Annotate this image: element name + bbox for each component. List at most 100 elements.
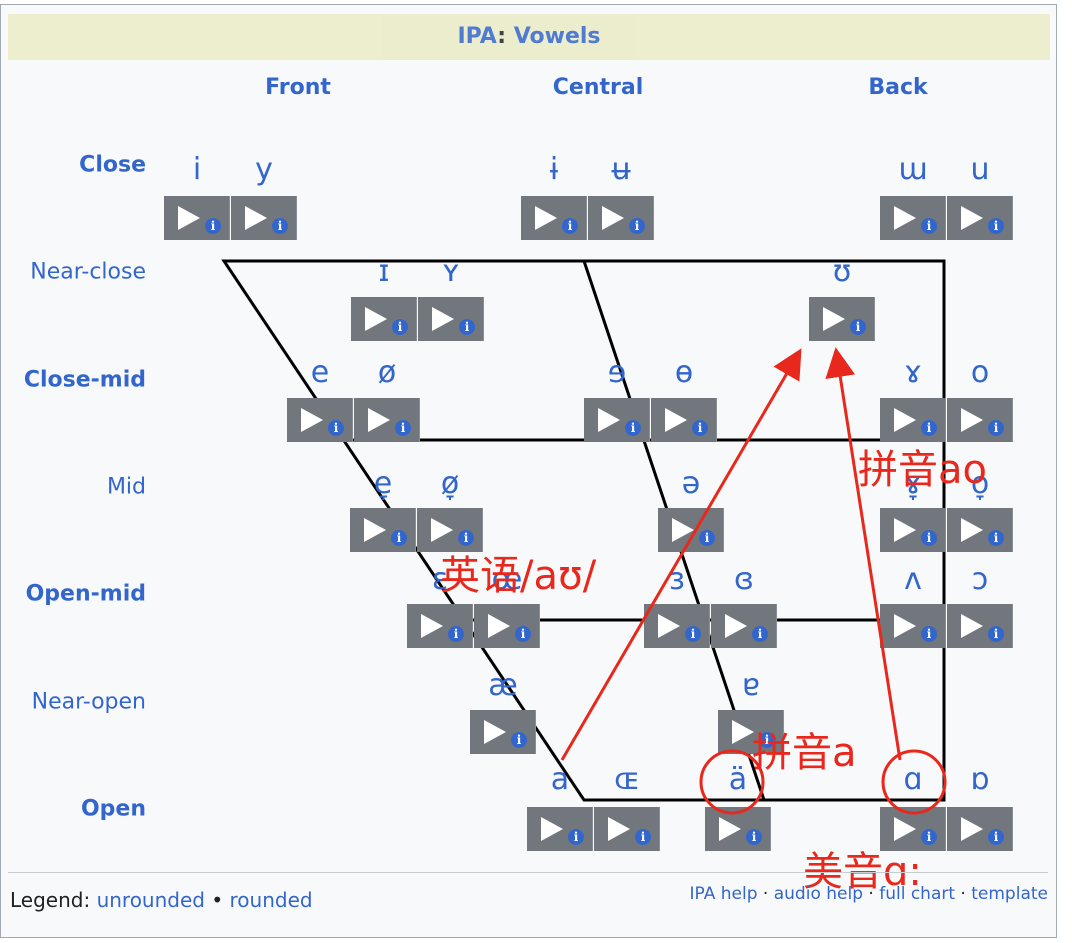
- info-icon[interactable]: i: [752, 626, 768, 642]
- audio-play-button[interactable]: i: [711, 604, 777, 648]
- full-chart-link[interactable]: full chart: [879, 884, 956, 904]
- vowel-symbol[interactable]: ɜ: [669, 562, 685, 597]
- audio-play-button[interactable]: i: [521, 196, 587, 240]
- vowel-symbol[interactable]: o: [970, 355, 990, 390]
- audio-play-button[interactable]: i: [880, 508, 946, 552]
- vowel-symbol[interactable]: œ: [491, 562, 523, 597]
- vowel-symbol[interactable]: ɔ: [971, 562, 989, 597]
- vowel-symbol[interactable]: ɛ: [431, 562, 449, 597]
- audio-play-button[interactable]: i: [880, 604, 946, 648]
- vowel-symbol[interactable]: ø: [377, 355, 397, 390]
- info-icon[interactable]: i: [515, 626, 531, 642]
- vowel-symbol[interactable]: e̞: [373, 466, 393, 501]
- vowel-symbol[interactable]: ɨ: [549, 152, 559, 187]
- vowel-symbol[interactable]: ɤ: [904, 355, 922, 390]
- title-ipa-link[interactable]: IPA: [457, 24, 498, 49]
- audio-play-button[interactable]: i: [588, 196, 654, 240]
- info-icon[interactable]: i: [448, 626, 464, 642]
- vowel-symbol[interactable]: ə: [681, 466, 701, 501]
- audio-play-button[interactable]: i: [880, 398, 946, 442]
- info-icon[interactable]: i: [391, 530, 407, 546]
- info-icon[interactable]: i: [568, 829, 584, 845]
- info-icon[interactable]: i: [988, 829, 1004, 845]
- info-icon[interactable]: i: [988, 530, 1004, 546]
- vowel-symbol[interactable]: i: [192, 152, 202, 187]
- audio-play-button[interactable]: i: [164, 196, 230, 240]
- info-icon[interactable]: i: [629, 218, 645, 234]
- vowel-symbol[interactable]: ʉ: [611, 152, 631, 187]
- vowel-symbol[interactable]: ä: [728, 762, 748, 797]
- info-icon[interactable]: i: [392, 319, 408, 335]
- info-icon[interactable]: i: [921, 218, 937, 234]
- vowel-symbol[interactable]: ʌ: [904, 562, 922, 597]
- info-icon[interactable]: i: [635, 829, 651, 845]
- vowel-symbol[interactable]: ɵ: [674, 355, 694, 390]
- audio-play-button[interactable]: i: [947, 807, 1013, 851]
- info-icon[interactable]: i: [395, 420, 411, 436]
- legend-rounded-link[interactable]: rounded: [229, 888, 313, 912]
- info-icon[interactable]: i: [988, 420, 1004, 436]
- vowel-symbol[interactable]: ɤ̞: [904, 466, 922, 501]
- audio-play-button[interactable]: i: [947, 508, 1013, 552]
- column-header-central[interactable]: Central: [552, 75, 644, 100]
- audio-play-button[interactable]: i: [527, 807, 593, 851]
- audio-play-button[interactable]: i: [351, 297, 417, 341]
- vowel-symbol[interactable]: ø̞: [440, 466, 460, 501]
- info-icon[interactable]: i: [328, 420, 344, 436]
- info-icon[interactable]: i: [685, 626, 701, 642]
- audio-play-button[interactable]: i: [644, 604, 710, 648]
- info-icon[interactable]: i: [272, 218, 288, 234]
- info-icon[interactable]: i: [458, 530, 474, 546]
- info-icon[interactable]: i: [921, 829, 937, 845]
- vowel-symbol[interactable]: ʊ: [832, 254, 852, 289]
- info-icon[interactable]: i: [921, 626, 937, 642]
- info-icon[interactable]: i: [988, 626, 1004, 642]
- info-icon[interactable]: i: [921, 530, 937, 546]
- audio-play-button[interactable]: i: [470, 710, 536, 754]
- info-icon[interactable]: i: [625, 420, 641, 436]
- vowel-symbol[interactable]: a: [550, 762, 570, 797]
- row-header-near-open[interactable]: Near-open: [31, 689, 146, 715]
- audio-play-button[interactable]: i: [474, 604, 540, 648]
- audio-play-button[interactable]: i: [417, 508, 483, 552]
- row-header-close[interactable]: Close: [79, 152, 146, 178]
- row-header-close-mid[interactable]: Close-mid: [23, 367, 146, 393]
- vowel-symbol[interactable]: ɞ: [734, 562, 754, 597]
- info-icon[interactable]: i: [692, 420, 708, 436]
- vowel-symbol[interactable]: ɯ: [898, 152, 928, 187]
- column-header-back[interactable]: Back: [868, 75, 928, 100]
- audio-play-button[interactable]: i: [594, 807, 660, 851]
- template-link[interactable]: template: [971, 884, 1048, 904]
- info-icon[interactable]: i: [746, 829, 762, 845]
- audio-play-button[interactable]: i: [947, 604, 1013, 648]
- vowel-symbol[interactable]: u: [970, 152, 990, 187]
- audio-play-button[interactable]: i: [407, 604, 473, 648]
- info-icon[interactable]: i: [988, 218, 1004, 234]
- audio-play-button[interactable]: i: [658, 508, 724, 552]
- vowel-symbol[interactable]: e: [310, 355, 330, 390]
- audio-play-button[interactable]: i: [880, 196, 946, 240]
- vowel-symbol[interactable]: ɑ: [903, 762, 923, 797]
- row-header-open-mid[interactable]: Open-mid: [25, 581, 146, 607]
- vowel-symbol[interactable]: o̞: [970, 466, 990, 501]
- column-header-front[interactable]: Front: [265, 75, 331, 100]
- row-header-mid[interactable]: Mid: [106, 474, 146, 500]
- audio-play-button[interactable]: i: [947, 196, 1013, 240]
- info-icon[interactable]: i: [511, 732, 527, 748]
- audio-play-button[interactable]: i: [947, 398, 1013, 442]
- audio-play-button[interactable]: i: [651, 398, 717, 442]
- row-header-near-close[interactable]: Near-close: [30, 259, 146, 285]
- vowel-symbol[interactable]: ɒ: [970, 762, 990, 797]
- ipa-help-link[interactable]: IPA help: [689, 884, 758, 904]
- audio-play-button[interactable]: i: [584, 398, 650, 442]
- info-icon[interactable]: i: [205, 218, 221, 234]
- info-icon[interactable]: i: [921, 420, 937, 436]
- vowel-symbol[interactable]: ɪ: [378, 254, 390, 289]
- audio-play-button[interactable]: i: [418, 297, 484, 341]
- vowel-symbol[interactable]: ɶ: [614, 762, 640, 797]
- legend-unrounded-link[interactable]: unrounded: [96, 888, 205, 912]
- audio-play-button[interactable]: i: [350, 508, 416, 552]
- vowel-symbol[interactable]: ɘ: [607, 355, 627, 390]
- audio-play-button[interactable]: i: [705, 807, 771, 851]
- info-icon[interactable]: i: [699, 530, 715, 546]
